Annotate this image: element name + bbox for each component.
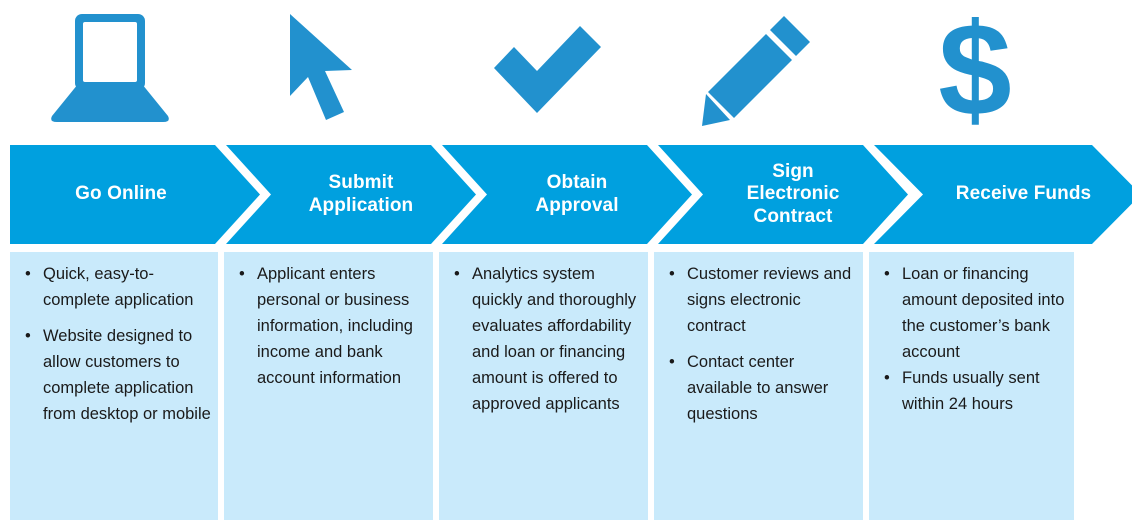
chevron-step-5[interactable]: Receive Funds	[874, 145, 1132, 244]
detail-panel-2: • Applicant enters personal or business …	[224, 252, 433, 520]
bullet-glyph: •	[669, 265, 675, 283]
chevron-step-4-label: Sign Electronic Contract	[746, 160, 840, 227]
bullet-glyph: •	[239, 265, 245, 283]
bullet-glyph: •	[884, 369, 890, 388]
list-item-text: Applicant enters personal or business in…	[257, 265, 413, 388]
list-item-text: Funds usually sent within 24 hours	[902, 369, 1040, 414]
list-item-text: Loan or financing amount deposited into …	[902, 265, 1065, 362]
detail-panel-row: • Quick, easy-to-complete application • …	[10, 252, 1126, 520]
svg-text:$: $	[938, 10, 1011, 130]
chevron-band: Go Online Submit Application Obtain Appr…	[10, 145, 1132, 244]
laptop-icon	[5, 0, 215, 140]
list-item: • Quick, easy-to-complete application	[16, 261, 212, 313]
bullet-glyph: •	[25, 265, 31, 283]
bullet-list-5: • Loan or financing amount deposited int…	[875, 261, 1068, 417]
list-item-text: Quick, easy-to-complete application	[43, 265, 194, 310]
bullet-list-1: • Quick, easy-to-complete application • …	[16, 261, 212, 427]
detail-panel-4: • Customer reviews and signs electronic …	[654, 252, 863, 520]
chevron-step-3-label: Obtain Approval	[535, 172, 619, 216]
bullet-glyph: •	[884, 265, 890, 283]
list-item: • Applicant enters personal or business …	[230, 261, 427, 391]
chevron-step-1-label: Go Online	[75, 183, 167, 205]
list-item: • Loan or financing amount deposited int…	[875, 261, 1068, 365]
detail-panel-1: • Quick, easy-to-complete application • …	[10, 252, 218, 520]
detail-panel-5: • Loan or financing amount deposited int…	[869, 252, 1074, 520]
chevron-step-2-label: Submit Application	[308, 172, 414, 216]
chevron-step-1[interactable]: Go Online	[10, 145, 260, 244]
detail-panel-3: • Analytics system quickly and thoroughl…	[439, 252, 648, 520]
checkmark-icon	[440, 0, 650, 140]
bullet-glyph: •	[669, 353, 675, 372]
bullet-glyph: •	[454, 265, 460, 283]
list-item: • Funds usually sent within 24 hours	[875, 365, 1068, 417]
cursor-arrow-icon	[210, 0, 420, 140]
list-item-text: Contact center available to answer quest…	[687, 353, 829, 424]
chevron-step-5-label: Receive Funds	[955, 183, 1092, 205]
list-item: • Contact center available to answer que…	[660, 349, 857, 427]
list-item: • Customer reviews and signs electronic …	[660, 261, 857, 339]
icon-row: $	[0, 0, 1132, 140]
bullet-list-3: • Analytics system quickly and thoroughl…	[445, 261, 642, 417]
bullet-list-2: • Applicant enters personal or business …	[230, 261, 427, 391]
chevron-step-2[interactable]: Submit Application	[226, 145, 476, 244]
list-item-text: Analytics system quickly and thoroughly …	[472, 265, 637, 414]
bullet-glyph: •	[25, 327, 31, 346]
chevron-step-3[interactable]: Obtain Approval	[442, 145, 692, 244]
list-item-text: Website designed to allow customers to c…	[43, 327, 211, 424]
list-item: • Analytics system quickly and thoroughl…	[445, 261, 642, 417]
list-item-text: Customer reviews and signs electronic co…	[687, 265, 852, 336]
list-item: • Website designed to allow customers to…	[16, 323, 212, 427]
chevron-step-4[interactable]: Sign Electronic Contract	[658, 145, 908, 244]
pencil-icon	[655, 0, 865, 140]
dollar-sign-icon: $	[870, 0, 1080, 140]
bullet-list-4: • Customer reviews and signs electronic …	[660, 261, 857, 427]
